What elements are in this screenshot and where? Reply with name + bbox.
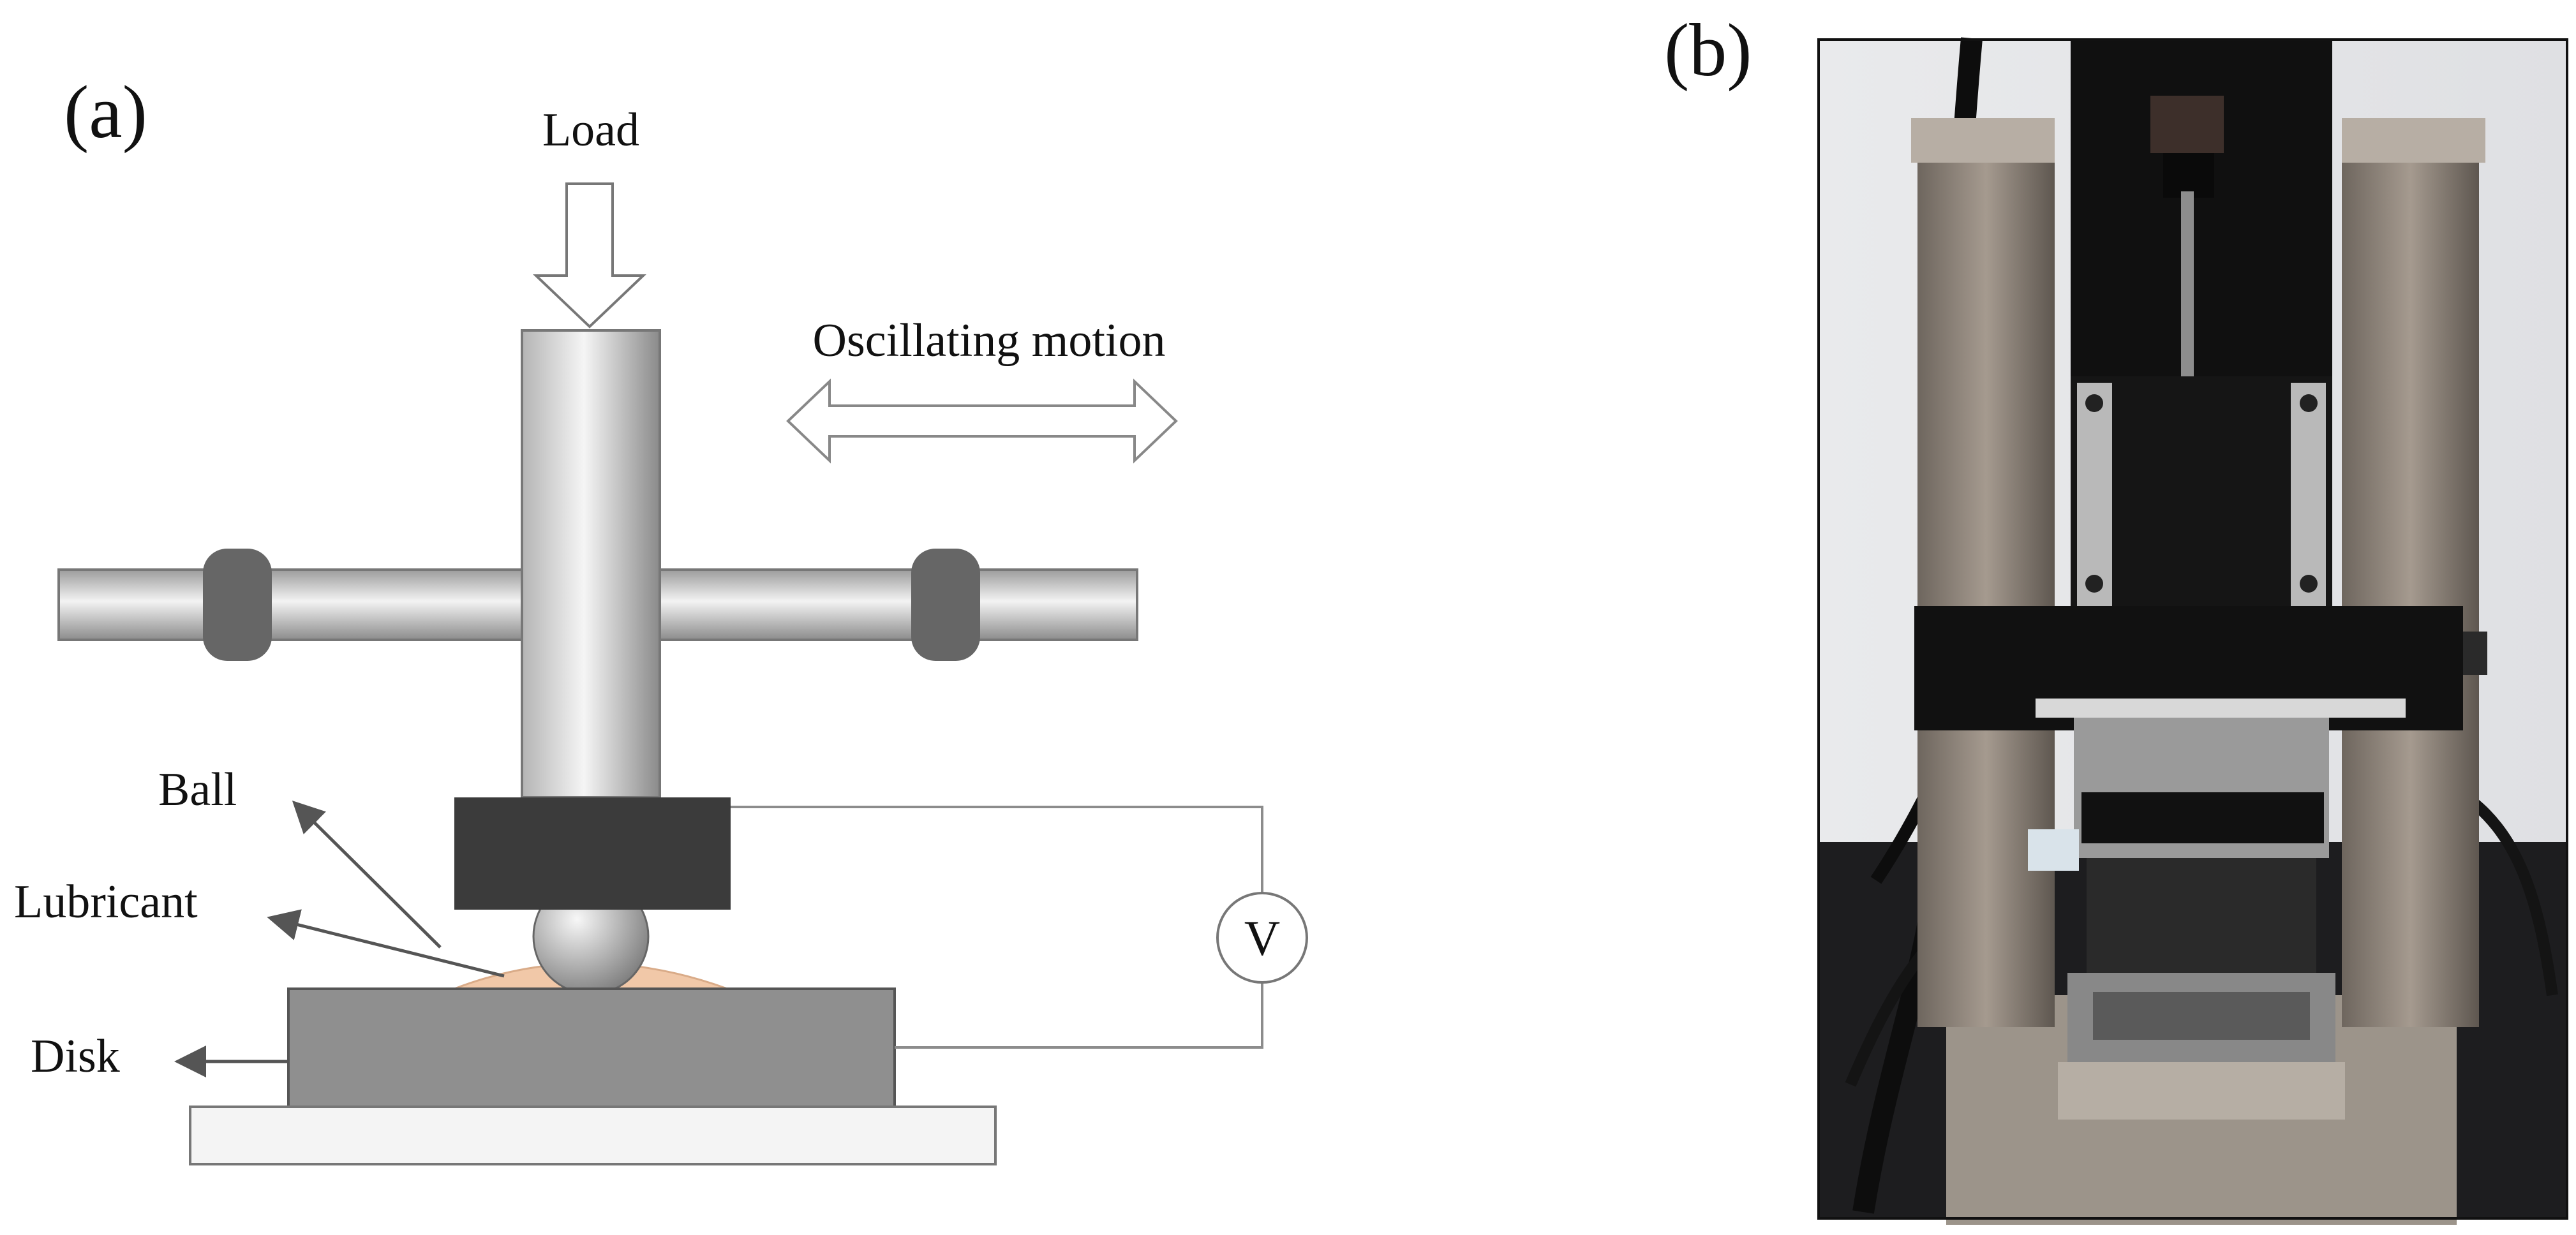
ball-holder xyxy=(454,797,731,910)
lubricant-leader-arrow xyxy=(267,909,505,978)
vertical-column xyxy=(521,329,661,799)
ball-leader-arrow xyxy=(292,800,442,949)
load-label: Load xyxy=(542,104,639,156)
panel-a-label: (a) xyxy=(64,70,147,154)
left-clamp xyxy=(203,549,272,661)
disk xyxy=(287,987,896,1108)
panel-b-label: (b) xyxy=(1664,8,1752,92)
voltmeter-label: V xyxy=(1244,910,1280,966)
load-arrow-icon xyxy=(533,182,646,329)
voltmeter xyxy=(1216,892,1308,984)
panel-a: (a) Load Oscillating motion V Ball xyxy=(14,70,1308,1165)
circuit-wire-top xyxy=(731,806,1263,894)
circuit-wire-bottom xyxy=(895,981,1263,1049)
ball-label: Ball xyxy=(158,764,237,816)
oscillating-motion-arrow-icon xyxy=(786,378,1178,464)
lubricant-label: Lubricant xyxy=(14,876,198,928)
disk-label: Disk xyxy=(31,1030,120,1083)
base-plate xyxy=(189,1106,997,1165)
panel-b: (b) xyxy=(1664,8,2568,1225)
tribometer-photo xyxy=(1817,37,2568,1225)
oscillating-motion-label: Oscillating motion xyxy=(813,314,1166,367)
right-clamp xyxy=(911,549,980,661)
